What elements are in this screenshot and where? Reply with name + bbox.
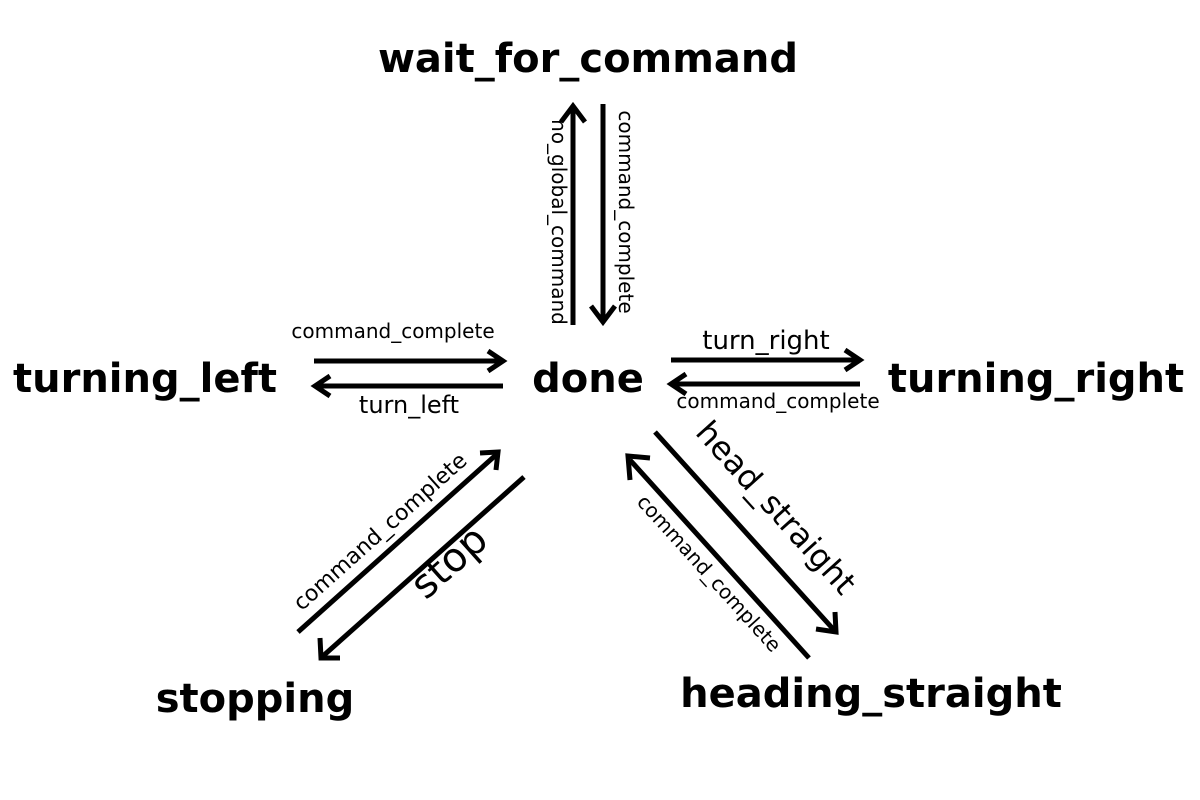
arrow-done-to-stopping — [317, 475, 526, 661]
arrow-right-to-done — [666, 371, 860, 397]
arrow-straight-to-done — [625, 453, 811, 660]
arrow-left-to-done — [314, 348, 508, 374]
label-no-global-command: no_global_command — [547, 119, 571, 325]
arrow-done-to-wait — [559, 101, 587, 325]
state-stopping: stopping — [156, 676, 355, 722]
state-done: done — [532, 356, 644, 402]
label-turn-right: turn_right — [702, 326, 829, 356]
state-wait-for-command: wait_for_command — [378, 36, 798, 82]
label-right-command-complete: command_complete — [676, 389, 879, 413]
arrow-done-to-right — [671, 347, 865, 373]
label-turn-left: turn_left — [359, 391, 459, 419]
arrow-done-to-left — [310, 373, 503, 399]
label-left-command-complete: command_complete — [291, 319, 494, 343]
state-heading-straight: heading_straight — [680, 671, 1062, 717]
label-stop: stop — [402, 516, 497, 608]
state-turning-right: turning_right — [888, 356, 1184, 402]
arrow-wait-to-done — [589, 104, 617, 327]
state-turning-left: turning_left — [13, 356, 277, 402]
label-wait-command-complete: command_complete — [614, 110, 638, 313]
arrow-stopping-to-done — [296, 449, 501, 634]
arrow-done-to-straight — [653, 430, 839, 635]
